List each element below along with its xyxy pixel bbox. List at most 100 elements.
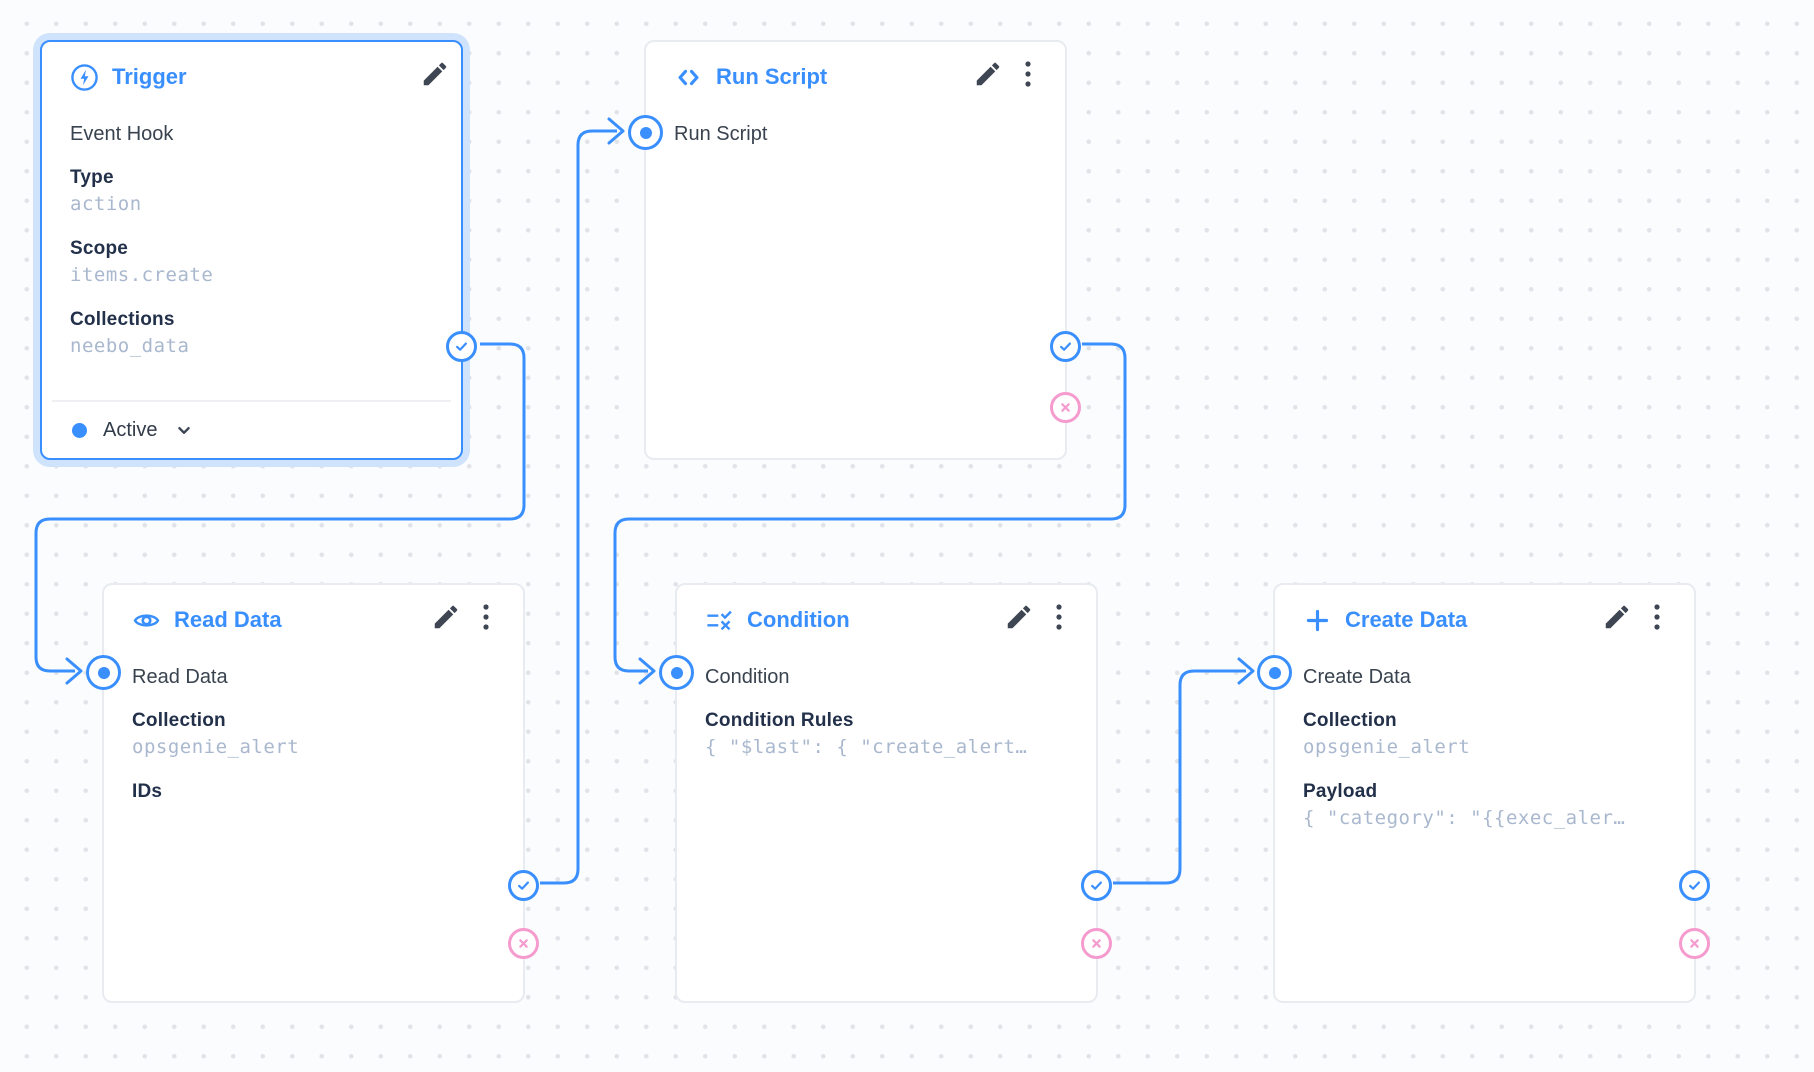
resolve-connector[interactable] — [446, 331, 477, 362]
input-connector[interactable] — [1257, 655, 1292, 690]
field-value: opsgenie_alert — [1303, 736, 1471, 758]
resolve-connector[interactable] — [1081, 870, 1112, 901]
field-payload: Payload { "category": "{{exec_aler… — [1303, 780, 1666, 833]
trigger-type-text: Event Hook — [70, 123, 174, 145]
field-label: Scope — [70, 238, 129, 259]
node-condition[interactable]: Condition Condition Condition Rules { "$… — [659, 583, 1112, 1003]
input-connector[interactable] — [86, 655, 121, 690]
reject-connector[interactable] — [1050, 392, 1081, 423]
rule-icon — [705, 606, 734, 635]
edit-button[interactable] — [973, 59, 1003, 89]
connection-read-data-to-run-script — [540, 117, 625, 885]
connector-dot — [670, 666, 683, 679]
field-ids: IDs — [132, 780, 495, 804]
node-read-data[interactable]: Read Data Read Data Collection opsgenie_… — [86, 583, 539, 1003]
connector-dot — [1268, 666, 1281, 679]
x-icon — [1092, 939, 1101, 948]
kebab-menu-button[interactable] — [473, 602, 499, 632]
check-icon — [456, 342, 467, 351]
check-icon — [1689, 881, 1700, 890]
field-value: items.create — [70, 264, 214, 286]
connection-condition-to-create-data — [1113, 657, 1255, 885]
node-read-data-header: Read Data — [132, 603, 495, 637]
check-icon — [518, 881, 529, 890]
field-label: Collection — [132, 710, 226, 731]
connector-dot — [639, 126, 652, 139]
reject-connector[interactable] — [508, 928, 539, 959]
node-title: Run Script — [716, 64, 828, 89]
pencil-icon — [423, 62, 447, 86]
kebab-icon — [1056, 604, 1062, 630]
reject-connector[interactable] — [1679, 928, 1710, 959]
x-icon — [1061, 403, 1070, 412]
plus-icon — [1303, 606, 1332, 635]
pencil-icon — [434, 605, 458, 629]
resolve-connector[interactable] — [1679, 870, 1710, 901]
connection-trigger-to-read-data — [34, 342, 526, 685]
field-value: { "$last": { "create_alert… — [705, 736, 1028, 758]
edit-button[interactable] — [1602, 602, 1632, 632]
node-title: Read Data — [174, 607, 282, 632]
x-icon — [1690, 939, 1699, 948]
pencil-icon — [976, 62, 1000, 86]
field-type: Type action — [70, 166, 433, 219]
node-run-script-header: Run Script — [674, 60, 1037, 94]
field-scope: Scope items.create — [70, 237, 433, 290]
node-title: Create Data — [1345, 607, 1468, 632]
edit-button[interactable] — [1004, 602, 1034, 632]
kebab-icon — [1025, 61, 1031, 87]
connection-run-script-to-condition — [613, 342, 1127, 685]
edit-button[interactable] — [420, 59, 450, 89]
check-icon — [1091, 881, 1102, 890]
status-dot — [72, 422, 87, 438]
resolve-connector[interactable] — [508, 870, 539, 901]
node-title: Condition — [747, 607, 850, 632]
edit-button[interactable] — [431, 602, 461, 632]
field-condition-rules: Condition Rules { "$last": { "create_ale… — [705, 709, 1068, 762]
node-trigger-header: Trigger — [70, 60, 433, 94]
field-collection: Collection opsgenie_alert — [132, 709, 495, 762]
node-run-script[interactable]: Run Script Run Script — [628, 40, 1081, 460]
flow-status-dropdown[interactable]: Active — [52, 400, 451, 458]
field-collections: Collections neebo_data — [70, 308, 433, 361]
reject-connector[interactable] — [1081, 928, 1112, 959]
field-value: neebo_data — [70, 335, 190, 357]
resolve-connector[interactable] — [1050, 331, 1081, 362]
bolt-circle-icon — [70, 63, 99, 92]
pencil-icon — [1007, 605, 1031, 629]
kebab-menu-button[interactable] — [1644, 602, 1670, 632]
input-label: Create Data — [1303, 666, 1411, 688]
field-label: Payload — [1303, 781, 1378, 802]
connector-dot — [97, 666, 110, 679]
status-label: Active — [103, 418, 158, 441]
kebab-menu-button[interactable] — [1015, 59, 1041, 89]
input-label: Run Script — [674, 123, 768, 145]
node-create-data-header: Create Data — [1303, 603, 1666, 637]
kebab-icon — [1654, 604, 1660, 630]
node-condition-header: Condition — [705, 603, 1068, 637]
node-title: Trigger — [112, 64, 187, 89]
field-collection: Collection opsgenie_alert — [1303, 709, 1666, 762]
kebab-icon — [483, 604, 489, 630]
x-icon — [519, 939, 528, 948]
input-label: Condition — [705, 666, 790, 688]
pencil-icon — [1605, 605, 1629, 629]
input-connector[interactable] — [659, 655, 694, 690]
field-value: opsgenie_alert — [132, 736, 300, 758]
node-create-data[interactable]: Create Data Create Data Collection opsge… — [1257, 583, 1710, 1003]
field-label: IDs — [132, 781, 163, 802]
field-value: { "category": "{{exec_aler… — [1303, 807, 1626, 829]
field-label: Type — [70, 167, 114, 188]
input-connector[interactable] — [628, 115, 663, 150]
check-icon — [1060, 342, 1071, 351]
field-label: Condition Rules — [705, 710, 854, 731]
field-label: Collection — [1303, 710, 1397, 731]
kebab-menu-button[interactable] — [1046, 602, 1072, 632]
field-label: Collections — [70, 309, 175, 330]
node-trigger[interactable]: Trigger Event Hook Type action Scope ite… — [40, 40, 477, 460]
input-label: Read Data — [132, 666, 228, 688]
eye-icon — [132, 606, 161, 635]
field-value: action — [70, 193, 142, 215]
